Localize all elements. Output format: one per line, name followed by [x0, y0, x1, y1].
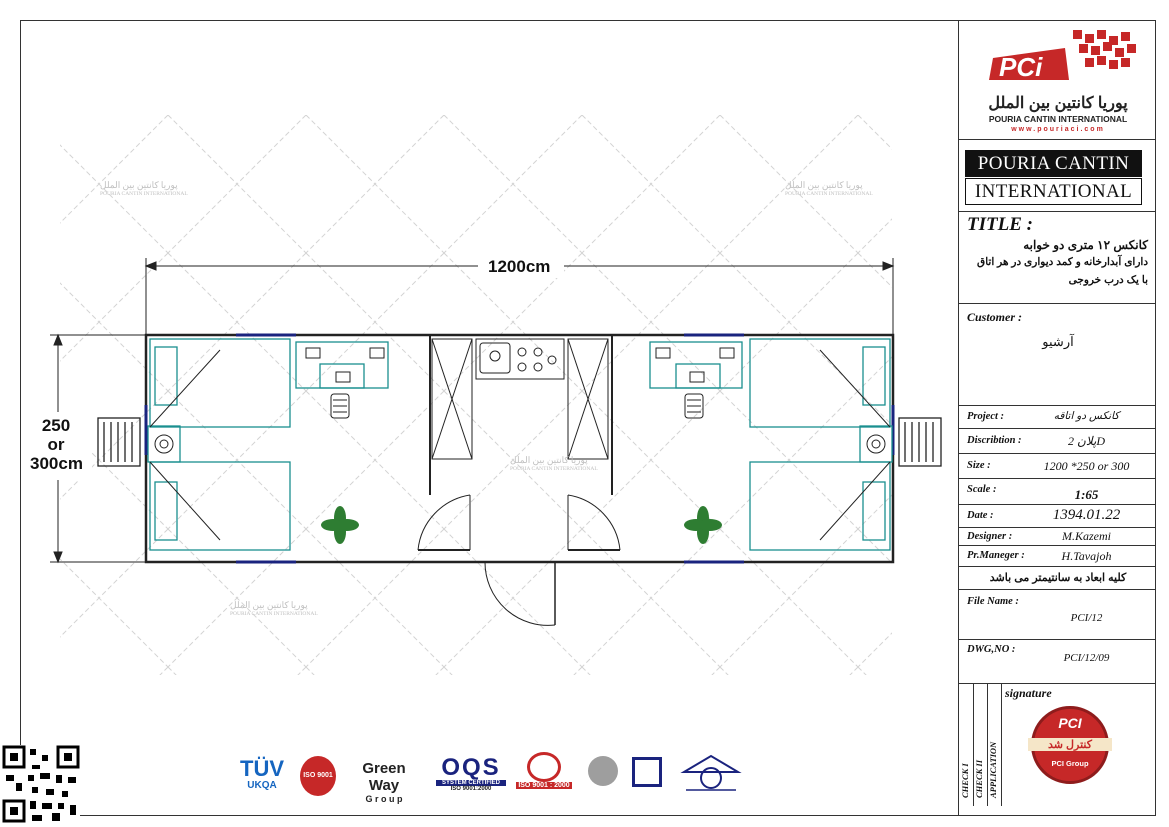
check2-cell: CHECK II	[973, 684, 988, 806]
company-name-line1: POURIA CANTIN	[965, 150, 1142, 177]
greenway-logo: Green Way G r o u p	[362, 760, 406, 804]
plant-right	[684, 506, 722, 544]
title-section: TITLE : کانکس ۱۲ متری دو خوابه دارای آبد…	[959, 212, 1156, 304]
width-alt-value: 300cm	[30, 454, 83, 473]
date-row: Date : 1394.01.22	[959, 505, 1156, 528]
iso-badge-logo: ISO 9001	[300, 756, 336, 796]
room-doors	[417, 494, 621, 551]
pci-logo-icon	[989, 30, 1136, 80]
description-value: پلان 2D	[1068, 434, 1105, 448]
floor-plan-canvas	[50, 115, 942, 675]
wardrobe-right	[567, 338, 609, 460]
watermark-label: پوریا کانتین بین الملل POURIA CANTIN INT…	[100, 180, 188, 197]
project-row: Project : کانکس دو اتاقه	[959, 406, 1156, 429]
oqs-logo: OQS SYSTEM CERTIFIED ISO 9001:2000	[436, 756, 506, 792]
company-name-line2: INTERNATIONAL	[965, 178, 1142, 205]
right-room-furniture	[649, 338, 893, 551]
watermark-grid	[60, 115, 892, 675]
width-value: 250	[41, 416, 71, 435]
description-label: Discribtion :	[967, 435, 1022, 446]
scale-value: 1:65	[1074, 487, 1099, 502]
length-dimension-label: 1200cm	[488, 257, 551, 276]
watermark-label: پوریا کانتین بین الملل POURIA CANTIN INT…	[510, 455, 598, 472]
tuv-logo: TÜV UKQA	[240, 756, 284, 792]
stamp-middle-text: کنترل شد	[1028, 738, 1112, 751]
dwg-number-label: DWG,NO :	[967, 644, 1016, 655]
association-logo	[680, 754, 742, 791]
customer-section: Customer : آرشیو	[959, 304, 1156, 406]
title-block: PCi پوریا کانتین بین الملل POURIA CANTIN…	[958, 20, 1156, 816]
company-name-block: POURIA CANTIN INTERNATIONAL	[959, 140, 1156, 212]
file-name-row: File Name : PCI/12	[959, 590, 1156, 640]
plant-left	[321, 506, 359, 544]
stamp-top-text: PCI	[1058, 715, 1082, 731]
left-room-fixtures	[149, 347, 385, 541]
date-value: 1394.01.22	[1052, 507, 1121, 523]
stamp-bottom-text: PCI Group	[1051, 759, 1089, 768]
k-logo	[588, 756, 618, 786]
approval-stamp: PCI کنترل شد PCI Group	[1028, 706, 1112, 784]
customer-label: Customer :	[967, 310, 1023, 324]
logo-name-fa: پوریا کانتین بین الملل	[988, 95, 1128, 112]
ac-unit-right	[898, 417, 942, 467]
size-row: Size : 1200 *250 or 300	[959, 454, 1156, 479]
entrance-door	[484, 561, 556, 626]
dwg-number-row: DWG,NO : PCI/12/09	[959, 640, 1156, 684]
ac-unit-left	[97, 417, 141, 467]
left-room-furniture	[147, 338, 389, 551]
designer-value: M.Kazemi	[1062, 529, 1111, 543]
width-or: or	[47, 435, 65, 454]
designer-label: Designer :	[967, 531, 1013, 542]
width-dimension	[50, 333, 146, 564]
size-label: Size :	[967, 460, 991, 471]
drawing-sheet-frame	[20, 20, 1156, 816]
scale-label: Scale :	[967, 484, 997, 495]
title-label: TITLE :	[967, 214, 1033, 235]
wardrobe-left	[431, 338, 473, 460]
title-line2: دارای آبدارخانه و کمد دیواری در هر اتاق	[977, 256, 1148, 268]
project-label: Project :	[967, 411, 1005, 422]
qr-code	[2, 745, 80, 823]
units-note: کلیه ابعاد به سانتیمتر می باشد	[989, 572, 1127, 584]
right-room-fixtures	[655, 347, 891, 541]
date-label: Date :	[967, 510, 994, 521]
units-note-row: کلیه ابعاد به سانتیمتر می باشد	[959, 567, 1156, 590]
project-manager-value: H.Tavajoh	[1061, 549, 1112, 563]
watermark-label: پوریا کانتین بین الملل POURIA CANTIN INT…	[230, 600, 318, 617]
project-value: کانکس دو اتاقه	[1053, 410, 1120, 422]
file-name-value: PCI/12	[1070, 612, 1103, 624]
project-manager-row: Pr.Maneger : H.Tavajoh	[959, 546, 1156, 567]
scale-row: Scale : 1:65	[959, 479, 1156, 505]
designer-row: Designer : M.Kazemi	[959, 528, 1156, 546]
project-manager-label: Pr.Maneger :	[967, 550, 1025, 561]
iso-2000-logo: ISO 9001 : 2000	[516, 752, 572, 789]
logo-name-en: POURIA CANTIN INTERNATIONAL	[988, 114, 1128, 124]
description-row: Discribtion : پلان 2D	[959, 429, 1156, 454]
company-logo-area: PCi پوریا کانتین بین الملل POURIA CANTIN…	[959, 20, 1156, 140]
width-dimension-label: 250 or 300cm	[30, 416, 83, 473]
watermark-label: پوریا کانتین بین الملل POURIA CANTIN INT…	[785, 180, 873, 197]
partition-walls	[429, 335, 613, 495]
windows	[144, 333, 895, 564]
dwg-number-value: PCI/12/09	[1063, 652, 1110, 664]
title-line3: با یک درب خروجی	[1068, 274, 1148, 286]
signature-area: CHECK I CHECK II APPLICATION signature P…	[959, 684, 1157, 806]
signature-label: signature	[1005, 686, 1052, 700]
application-cell: APPLICATION	[987, 684, 1002, 806]
customer-value: آرشیو	[1042, 334, 1074, 349]
title-line1: کانکس ۱۲ متری دو خوابه	[1023, 238, 1148, 252]
pci-logo-mark: PCi	[999, 52, 1043, 82]
file-name-label: File Name :	[967, 596, 1019, 607]
check1-cell: CHECK I	[959, 684, 974, 806]
rj-logo	[632, 757, 662, 787]
logo-url: www.pouriaci.com	[1011, 126, 1105, 133]
kitchenette-counter	[475, 338, 565, 380]
size-value: 1200 *250 or 300	[1043, 459, 1130, 473]
